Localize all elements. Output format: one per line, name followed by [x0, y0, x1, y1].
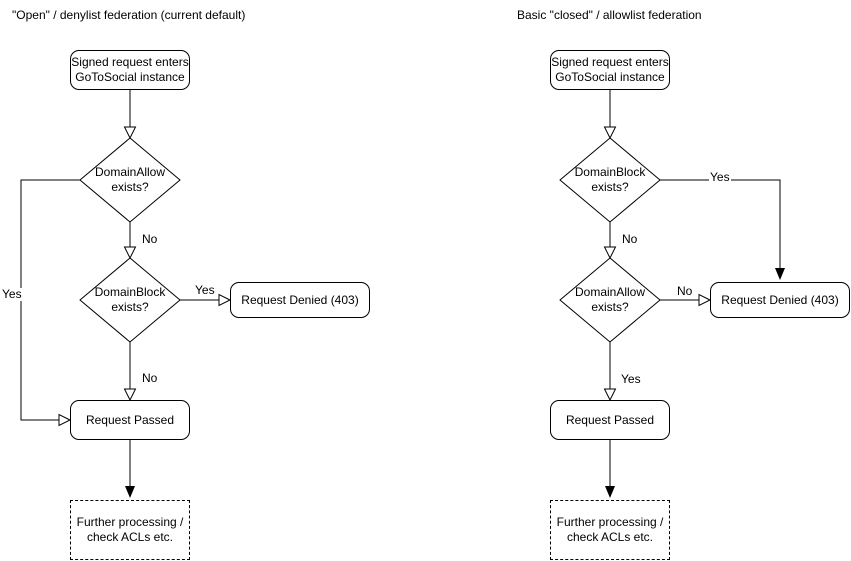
- diamond-domainallow-shape: [79, 137, 181, 223]
- further-processing-node: Further processing / check ACLs etc.: [70, 500, 190, 560]
- edge-label-yes: Yes: [620, 372, 642, 386]
- edge-label-no: No: [141, 371, 159, 385]
- request-passed-node: Request Passed: [70, 400, 190, 440]
- start-node-text: GoToSocial instance: [555, 70, 665, 84]
- request-denied-node: Request Denied (403): [710, 282, 850, 318]
- arrowhead-hollow: [603, 246, 617, 260]
- further-processing-node: Further processing / check ACLs etc.: [550, 500, 670, 560]
- request-passed-node: Request Passed: [550, 400, 670, 440]
- arrowhead-hollow: [218, 293, 232, 307]
- edge-decision1-yes-loop: [20, 179, 80, 421]
- start-node-text: Signed request enters: [71, 55, 189, 69]
- further-processing-text: check ACLs etc.: [86, 530, 174, 544]
- chart-title-open-denylist: "Open" / denylist federation (current de…: [12, 8, 246, 22]
- chart-title-closed-allowlist: Basic "closed" / allowlist federation: [517, 8, 702, 22]
- request-denied-text: Request Denied (403): [721, 292, 839, 307]
- edge-label-yes: Yes: [709, 170, 731, 184]
- arrowhead-hollow: [603, 126, 617, 140]
- arrowhead-hollow: [123, 246, 137, 260]
- arrowhead-filled: [125, 486, 135, 498]
- start-node: Signed request enters GoToSocial instanc…: [550, 50, 670, 90]
- edge-label-no: No: [621, 232, 639, 246]
- arrowhead-hollow: [123, 388, 137, 402]
- request-passed-text: Request Passed: [565, 412, 655, 427]
- arrowhead-hollow: [58, 413, 72, 427]
- start-node: Signed request enters GoToSocial instanc…: [70, 50, 190, 90]
- edge-label-yes: Yes: [1, 287, 23, 301]
- request-denied-text: Request Denied (403): [241, 292, 359, 307]
- further-processing-text: check ACLs etc.: [566, 530, 654, 544]
- arrowhead-hollow: [603, 388, 617, 402]
- request-denied-node: Request Denied (403): [230, 282, 370, 318]
- start-node-text: Signed request enters: [551, 55, 669, 69]
- start-node-text: GoToSocial instance: [75, 70, 185, 84]
- further-processing-text: Further processing /: [76, 515, 184, 529]
- arrowhead-hollow: [123, 126, 137, 140]
- edge-label-no: No: [676, 284, 694, 298]
- edge-decision1-yes: [660, 179, 781, 268]
- arrowhead-filled: [775, 268, 785, 280]
- further-processing-text: Further processing /: [556, 515, 664, 529]
- edge-label-no: No: [141, 232, 159, 246]
- diamond-domainblock-shape: [79, 257, 181, 343]
- arrowhead-hollow: [698, 293, 712, 307]
- diamond-domainallow-shape: [559, 257, 661, 343]
- edge-label-yes: Yes: [194, 283, 216, 297]
- request-passed-text: Request Passed: [85, 412, 175, 427]
- arrowhead-filled: [605, 486, 615, 498]
- diamond-domainblock-shape: [559, 137, 661, 223]
